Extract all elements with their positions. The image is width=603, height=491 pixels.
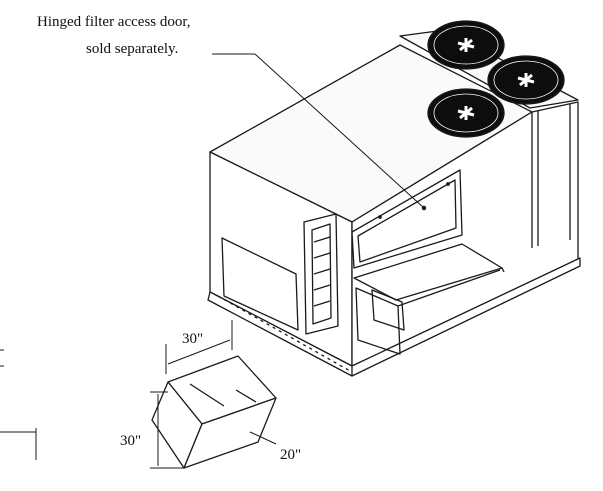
dimension-lines xyxy=(0,320,277,469)
dimension-depth-label: 20" xyxy=(280,447,302,463)
dimension-width-label: 30" xyxy=(182,331,204,347)
cabinet-front-face xyxy=(351,101,579,367)
condenser-fans xyxy=(427,20,565,138)
filter-access-panel xyxy=(351,169,463,269)
louvered-side-panel xyxy=(303,213,339,335)
callout-leader xyxy=(212,53,425,209)
fan-3 xyxy=(427,88,505,138)
lower-compartment xyxy=(353,243,505,355)
callout-text-line-1: Hinged filter access door, xyxy=(37,14,191,30)
fan-2 xyxy=(487,55,565,105)
left-access-panel xyxy=(221,237,299,331)
filter-hood xyxy=(151,355,277,469)
fan-1 xyxy=(427,20,505,70)
callout-text-line-2: sold separately. xyxy=(86,41,179,57)
dimension-height-label: 30" xyxy=(120,433,142,449)
